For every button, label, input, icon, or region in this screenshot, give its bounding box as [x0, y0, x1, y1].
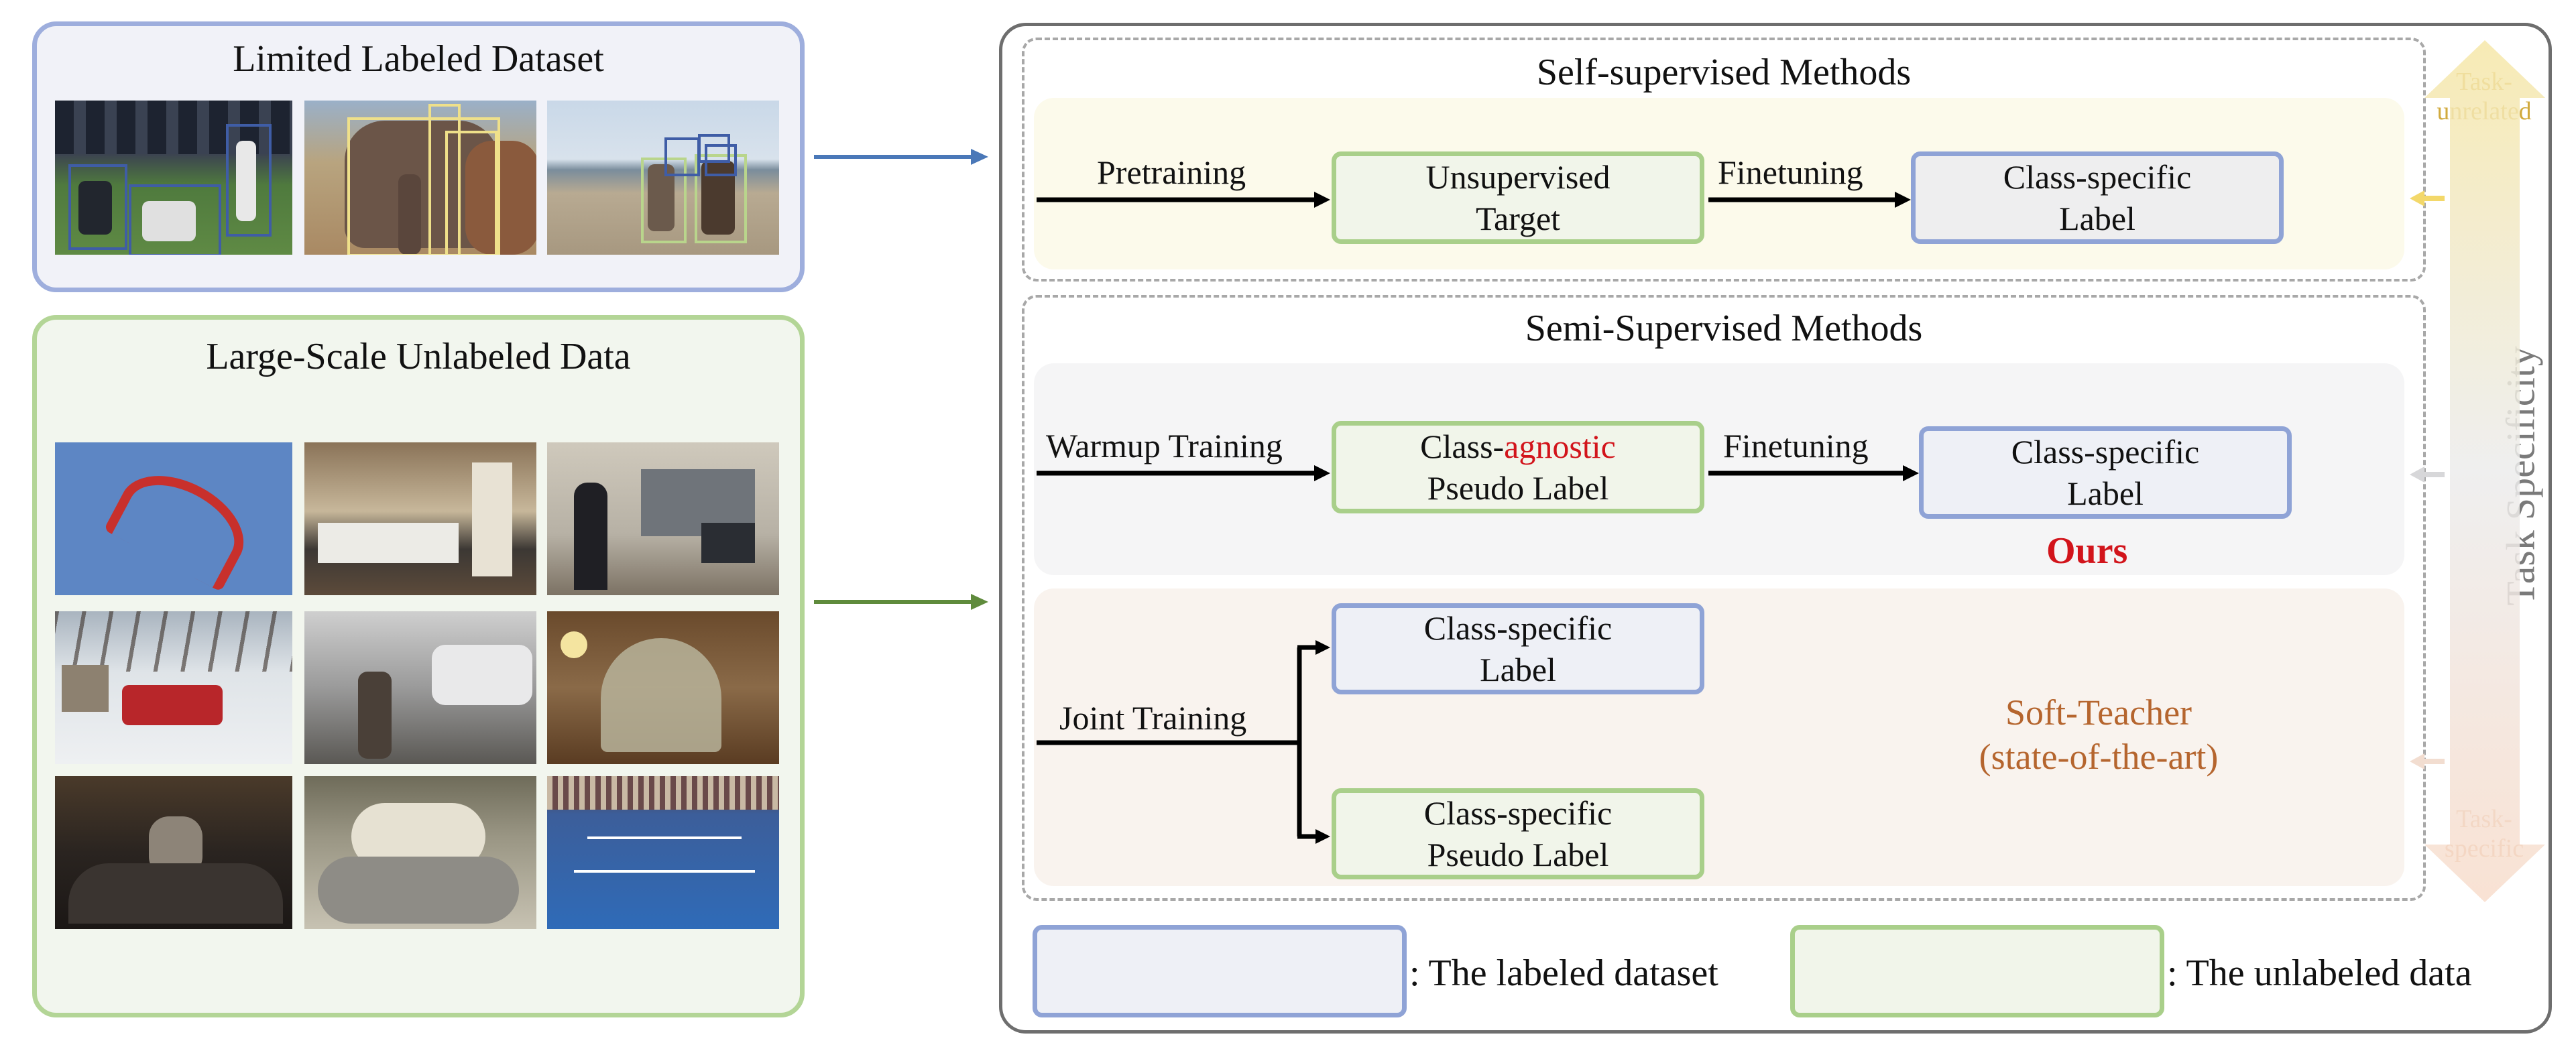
warmup-training-label: Warmup Training — [1046, 427, 1283, 464]
self-supervised-side-arrow — [2410, 190, 2445, 206]
labeled-to-methods-arrowhead — [971, 149, 988, 165]
task-specificity-double-arrow — [2424, 40, 2545, 902]
self-class-specific-line1: Class-specific — [2003, 158, 2192, 196]
semi-finetuning-arrowhead — [1903, 465, 1919, 481]
elephant-photo — [304, 101, 536, 255]
joint-class-specific-pseudo-label-box: Class-specific Pseudo Label — [1332, 788, 1704, 879]
sheep-photo — [304, 776, 536, 929]
ours-label: Ours — [2046, 530, 2128, 572]
semi-class-specific-line1: Class-specific — [2011, 433, 2200, 471]
soft-teacher-side-arrow — [2410, 753, 2445, 769]
legend-labeled-text: : The labeled dataset — [1409, 952, 1718, 994]
unlabeled-to-methods-arrowhead — [971, 594, 988, 610]
joint-pseudo-line2: Pseudo Label — [1427, 836, 1609, 873]
joint-training-label: Joint Training — [1059, 699, 1247, 737]
pretraining-arrowhead — [1314, 192, 1330, 208]
semi-supervised-region — [1022, 295, 2426, 901]
pretraining-label: Pretraining — [1097, 153, 1246, 191]
unsupervised-target-line1: Unsupervised — [1425, 158, 1611, 196]
joint-label-line2: Label — [1480, 651, 1556, 688]
labeled-dataset-title: Limited Labeled Dataset — [233, 38, 604, 80]
garage-photo — [304, 611, 536, 764]
joint-class-specific-label-box: Class-specific Label — [1332, 603, 1704, 694]
joint-fork-top-arrowhead — [1315, 640, 1330, 655]
warmup-arrowhead — [1314, 465, 1330, 481]
legend-labeled-swatch — [1033, 925, 1407, 1017]
semi-class-specific-label-box: Class-specific Label — [1919, 426, 2292, 519]
self-finetuning-arrowhead — [1895, 192, 1911, 208]
unsupervised-target-line2: Target — [1475, 200, 1561, 237]
unlabeled-data-title: Large-Scale Unlabeled Data — [206, 336, 631, 377]
self-supervised-region — [1022, 38, 2426, 282]
semi-class-specific-line2: Label — [2067, 475, 2144, 512]
semi-supervised-title: Semi-Supervised Methods — [1525, 308, 1923, 349]
bedroom-canopy-photo — [547, 611, 779, 764]
tennis-court-photo — [547, 776, 779, 929]
ours-side-arrow — [2410, 467, 2445, 483]
class-agnostic-pseudo-label-box: Class-agnostic Pseudo Label — [1332, 421, 1704, 513]
self-supervised-title: Self-supervised Methods — [1536, 52, 1912, 93]
soft-teacher-line2: (state-of-the-art) — [1979, 737, 2219, 777]
self-finetuning-label: Finetuning — [1718, 153, 1863, 191]
office-man-photo — [547, 442, 779, 595]
soft-teacher-band — [1034, 588, 2404, 886]
semi-finetuning-label: Finetuning — [1723, 427, 1869, 464]
joint-label-line1: Class-specific — [1423, 609, 1613, 647]
unsupervised-target-box: Unsupervised Target — [1332, 151, 1704, 244]
joint-pseudo-line1: Class-specific — [1423, 794, 1613, 832]
kite-photo — [55, 442, 292, 595]
soft-teacher-label: Soft-Teacher (state-of-the-art) — [1931, 690, 2266, 779]
class-agnostic-line2: Pseudo Label — [1427, 469, 1609, 507]
cat-car-photo — [55, 776, 292, 929]
snow-truck-photo — [55, 611, 292, 764]
agnostic-highlight: agnostic — [1504, 428, 1616, 465]
class-prefix: Class- — [1420, 428, 1505, 465]
hotel-room-photo — [304, 442, 536, 595]
soft-teacher-line1: Soft-Teacher — [2005, 692, 2192, 733]
baseball-photo — [55, 101, 292, 255]
class-agnostic-line1: Class-agnostic — [1420, 426, 1616, 467]
legend-unlabeled-swatch — [1790, 925, 2164, 1017]
self-class-specific-line2: Label — [2059, 200, 2135, 237]
joint-fork-bottom-arrowhead — [1315, 829, 1330, 844]
self-class-specific-label-box: Class-specific Label — [1911, 151, 2284, 244]
horses-beach-photo — [547, 101, 779, 255]
legend-unlabeled-text: : The unlabeled data — [2167, 952, 2472, 994]
